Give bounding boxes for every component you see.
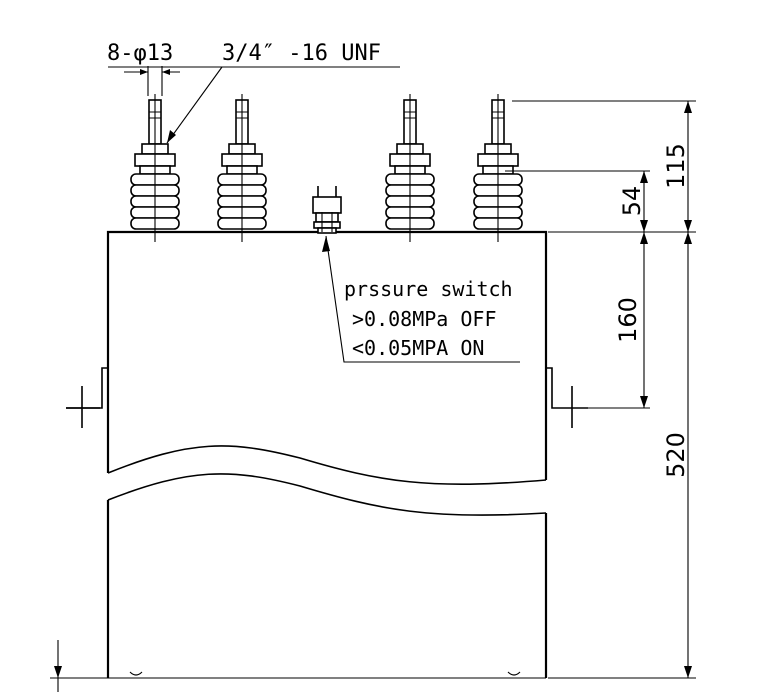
terminal-bushing	[130, 94, 180, 242]
dimension-lines	[50, 100, 696, 692]
dimension-body-height: 520	[662, 432, 690, 478]
terminal-callout: 8-φ13 3/4″ -16 UNF	[107, 41, 400, 144]
mounting-bracket-right	[546, 367, 588, 428]
pressure-switch-title: prssure switch	[344, 277, 513, 301]
terminal-bushing	[217, 94, 267, 242]
mounting-bracket-left	[66, 367, 108, 428]
terminal-bushing	[385, 94, 435, 242]
terminal-bushings	[130, 94, 523, 242]
hole-callout-label: 8-φ13	[107, 41, 173, 66]
pressure-switch-callout: prssure switch >0.08MPa OFF <0.05MPA ON	[322, 235, 520, 363]
dimension-bracket-offset: 160	[614, 297, 642, 343]
pressure-switch-off-condition: >0.08MPa OFF	[352, 307, 497, 331]
pressure-switch	[312, 186, 342, 234]
capacitor-body-lower	[106, 473, 548, 679]
dimension-terminal-height: 115	[662, 143, 690, 189]
thread-callout-label: 3/4″ -16 UNF	[222, 41, 381, 66]
dimension-bushing-height: 54	[618, 186, 646, 217]
pressure-switch-on-condition: <0.05MPA ON	[352, 336, 484, 360]
terminal-bushing	[473, 94, 523, 242]
